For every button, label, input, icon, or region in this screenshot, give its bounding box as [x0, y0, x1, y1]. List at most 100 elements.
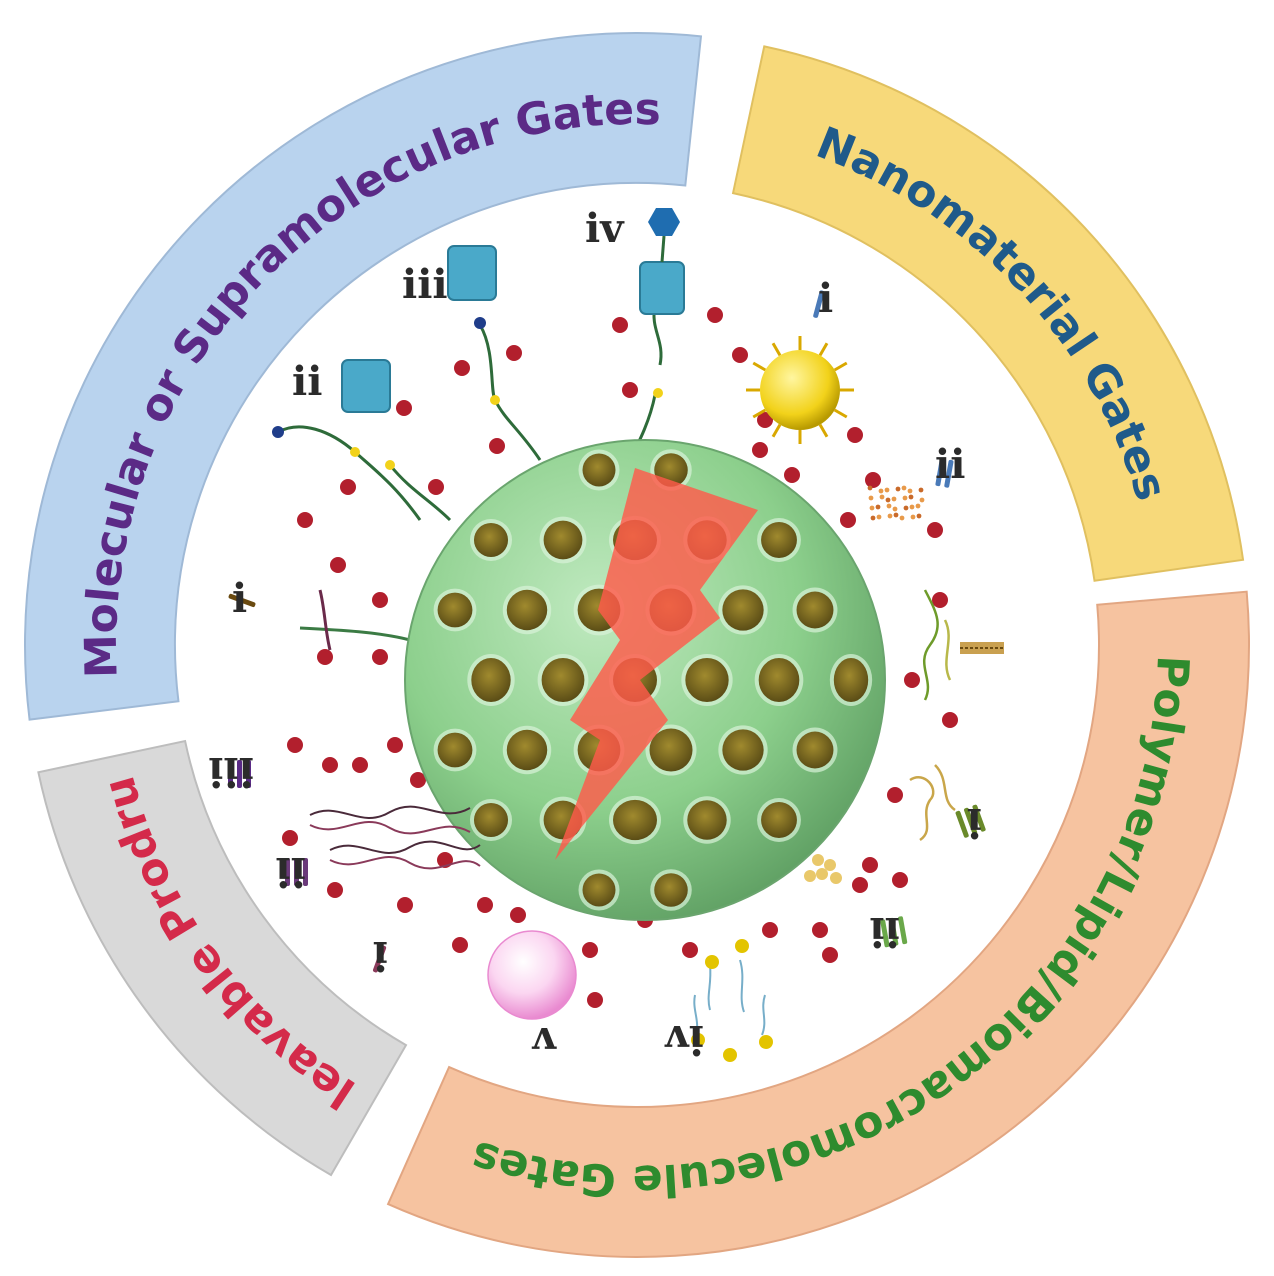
quantum-dot	[907, 488, 913, 494]
marker-poly-ii: ii	[870, 908, 900, 955]
cargo-dot	[327, 882, 343, 898]
quantum-dot	[867, 485, 873, 491]
cargo-dot	[865, 472, 881, 488]
lipid-bilayer-clusters	[804, 854, 842, 884]
cargo-dot	[812, 922, 828, 938]
roman-markers: ii iii iv i i ii i ii iv v iii ii i	[208, 205, 982, 1065]
cargo-dot	[852, 877, 868, 893]
cap-cube	[639, 261, 685, 315]
pore	[543, 520, 583, 560]
gold-spike	[771, 342, 782, 357]
cargo-dot	[762, 922, 778, 938]
marker-mol-i: i	[232, 575, 247, 622]
cargo-dot	[904, 672, 920, 688]
gate-glyphs	[228, 290, 986, 973]
pore	[654, 873, 688, 907]
pore	[722, 589, 764, 631]
quantum-dot	[876, 514, 882, 520]
pore	[437, 592, 473, 628]
cargo-dot	[428, 479, 444, 495]
cargo-dot	[892, 872, 908, 888]
molecular-caps	[341, 208, 685, 413]
segment-cleavable-prodrug	[37, 739, 408, 1177]
marker-pro-i: i	[373, 932, 388, 979]
mesoporous-nanoparticle	[404, 439, 886, 921]
polymer-chain	[934, 764, 956, 812]
quantum-dot	[899, 515, 905, 521]
cargo-dot	[452, 937, 468, 953]
cargo-dot	[932, 592, 948, 608]
cargo-dot	[372, 592, 388, 608]
quantum-dot	[869, 505, 875, 511]
cargo-dot	[822, 947, 838, 963]
lightning-stimulus-icon	[555, 468, 758, 860]
quantum-dot	[885, 497, 891, 503]
quantum-dot	[895, 486, 901, 492]
pore	[613, 799, 657, 841]
quantum-dot	[868, 495, 874, 501]
segment-polymer-gates	[386, 590, 1250, 1258]
marker-poly-iv: iv	[664, 1016, 704, 1063]
marker-nano-ii: ii	[935, 441, 965, 488]
pore	[473, 802, 509, 838]
linker-chain	[660, 235, 666, 263]
pore	[687, 800, 727, 840]
quantum-dot	[893, 512, 899, 518]
marker-nano-i: i	[818, 275, 833, 322]
quantum-dot	[919, 497, 925, 503]
cargo-dot	[587, 992, 603, 1008]
cargo-dot	[757, 412, 773, 428]
marker-mol-iv: iv	[585, 205, 625, 252]
quantum-dot	[891, 496, 897, 502]
cargo-dot	[397, 897, 413, 913]
quantum-dot	[902, 495, 908, 501]
lipid-tails	[693, 959, 766, 1036]
cargo-dot	[732, 347, 748, 363]
pore	[796, 731, 834, 769]
linker-chain	[388, 464, 452, 522]
gold-spike	[752, 408, 767, 419]
pore	[761, 522, 797, 558]
cargo-dot	[396, 400, 412, 416]
cargo-dot	[887, 787, 903, 803]
linker-chain	[478, 324, 542, 461]
quantum-dot	[887, 513, 893, 519]
cargo-dot	[372, 649, 388, 665]
quantum-dot	[870, 515, 876, 521]
cargo-dot	[506, 345, 522, 361]
cargo-dot	[387, 737, 403, 753]
cargo-dot	[612, 317, 628, 333]
pore	[541, 658, 585, 702]
cargo-dot	[862, 857, 878, 873]
endcap-bead	[474, 317, 486, 329]
gate-glyph	[880, 916, 908, 948]
quantum-dot	[915, 503, 921, 509]
gate-glyph	[955, 804, 986, 838]
cargo-dot	[322, 757, 338, 773]
linker-node	[653, 388, 663, 398]
cargo-dot	[784, 467, 800, 483]
cargo-dot	[682, 942, 698, 958]
pore	[758, 658, 800, 702]
polymer-chain	[923, 589, 939, 701]
cargo-dot	[477, 897, 493, 913]
linker-chain	[318, 589, 332, 651]
marker-poly-i: i	[967, 799, 982, 846]
quantum-dot	[918, 487, 924, 493]
gate-glyph	[813, 290, 825, 318]
cargo-dot	[510, 907, 526, 923]
gold-spike	[752, 361, 767, 372]
quantum-dot	[910, 514, 916, 520]
gate-glyph	[228, 760, 251, 788]
cargo-dot	[927, 522, 943, 538]
polymer-chains	[909, 589, 956, 842]
gold-spike	[818, 423, 829, 438]
cargo-dot	[489, 438, 505, 454]
cargo-molecules	[282, 307, 958, 1008]
polymer-chain	[943, 619, 952, 681]
quantum-dot	[916, 513, 922, 519]
quantum-dot	[886, 503, 892, 509]
pore	[722, 729, 764, 771]
cargo-dot	[847, 427, 863, 443]
